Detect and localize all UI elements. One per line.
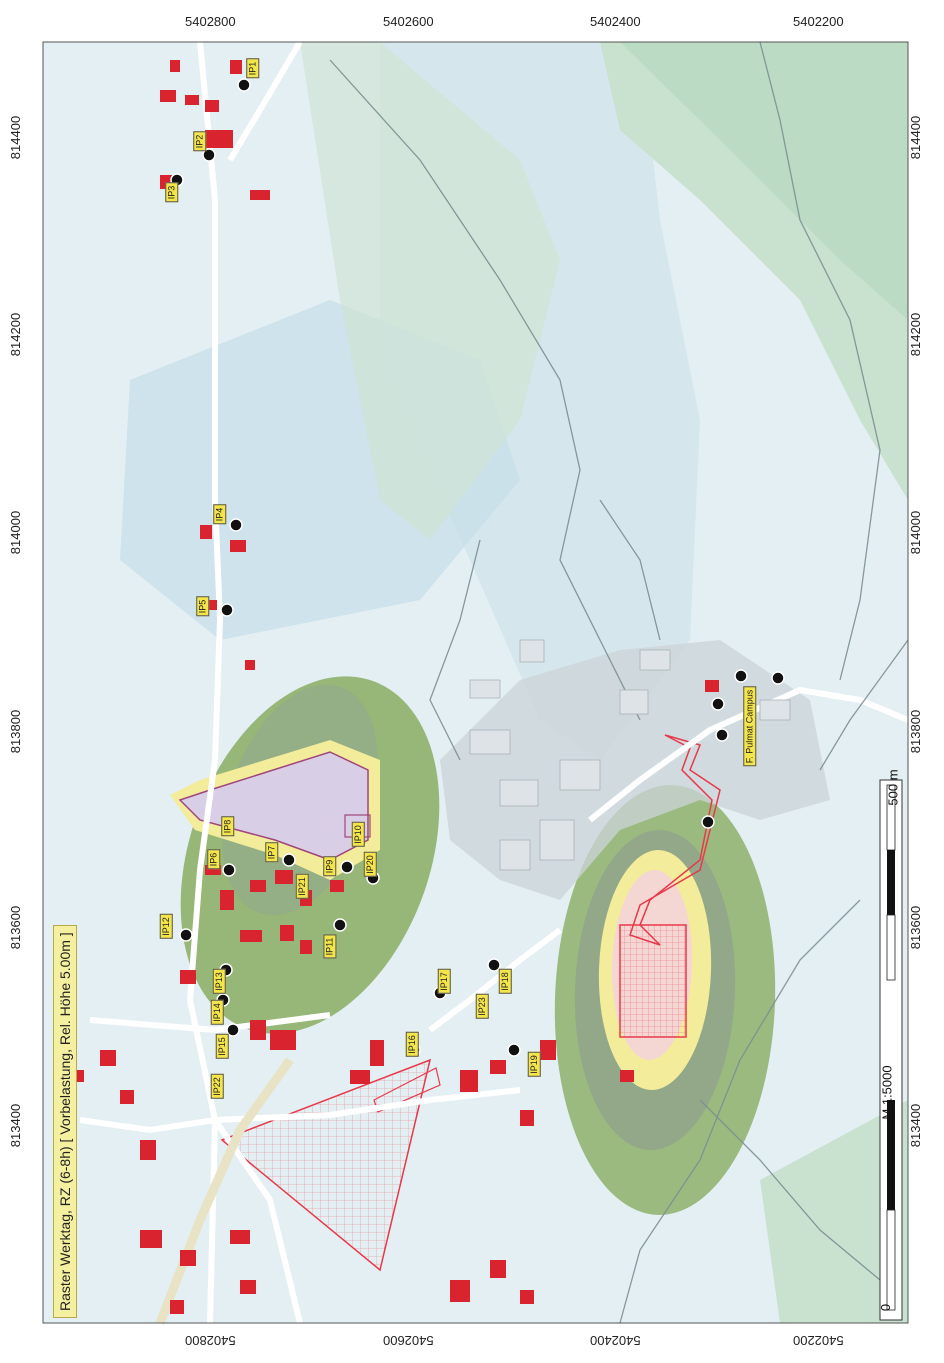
left-tick-5: 813600 (8, 905, 24, 950)
legend-title: Raster Werktag, RZ (6-8h) [ Vorbelastung… (53, 925, 77, 1318)
point-label: IP10 (351, 822, 365, 847)
bottom-tick-1: 5402800 (185, 1333, 236, 1348)
point-label: IP23 (475, 994, 489, 1019)
point-label: IP9 (323, 856, 337, 877)
point-label: IP8 (221, 816, 235, 837)
green-zone-bottom-right (760, 1100, 908, 1323)
left-tick-3: 814000 (8, 510, 24, 555)
point-label: IP7 (265, 842, 279, 863)
right-tick-2: 814200 (908, 312, 924, 357)
right-tick-5: 813600 (908, 905, 924, 950)
top-tick-2: 5402600 (383, 14, 434, 29)
point-label: IP20 (363, 852, 377, 877)
point-label: IP17 (437, 969, 451, 994)
railway (155, 1057, 294, 1325)
paths (329, 41, 909, 1324)
left-tick-1: 814400 (8, 115, 24, 160)
scale-bar (879, 779, 903, 1321)
left-tick-4: 813800 (8, 709, 24, 754)
point-label: IP18 (498, 969, 512, 994)
green-zone-mid (300, 42, 560, 540)
left-tick-2: 814200 (8, 312, 24, 357)
right-tick-3: 814000 (908, 510, 924, 555)
campus-area (440, 640, 830, 900)
left-tick-6: 813400 (8, 1103, 24, 1148)
right-tick-4: 813800 (908, 709, 924, 754)
top-tick-3: 5402400 (590, 14, 641, 29)
red-outline-campus (629, 734, 721, 946)
point-label: IP3 (165, 182, 179, 203)
bottom-tick-3: 5402400 (590, 1333, 641, 1348)
green-zone-top-right-dark (620, 42, 908, 320)
point-label: IP6 (207, 849, 221, 870)
buildings (70, 60, 719, 1314)
right-tick-1: 814400 (908, 115, 924, 160)
point-label: IP5 (196, 596, 210, 617)
point-label: IP2 (193, 131, 207, 152)
map-frame (42, 41, 909, 1324)
point-label: IP21 (295, 874, 309, 899)
point-label: IP1 (246, 58, 260, 79)
scale-max: 500 m (885, 769, 901, 806)
point-label: IP13 (212, 969, 226, 994)
point-label: IP15 (215, 1034, 229, 1059)
top-tick-4: 5402200 (793, 14, 844, 29)
point-label: IP4 (213, 504, 227, 525)
point-label: IP16 (405, 1032, 419, 1057)
right-tick-6: 813400 (908, 1103, 924, 1148)
bottom-tick-2: 5402600 (383, 1333, 434, 1348)
point-label: IP14 (210, 1000, 224, 1025)
scale-label: M 1:5000 (879, 1065, 895, 1120)
scale-zero: 0 (878, 1303, 894, 1312)
source-area-right (619, 924, 687, 1038)
bottom-tick-4: 5402200 (793, 1333, 844, 1348)
campus-buildings (469, 639, 791, 871)
point-label: IP11 (323, 934, 337, 959)
point-label: IP22 (210, 1074, 224, 1099)
point-label: IP19 (527, 1052, 541, 1077)
campus-label: F. Pulmat Campus (743, 686, 757, 767)
measurement-points (170, 78, 785, 1057)
point-label: IP12 (159, 914, 173, 939)
top-tick-1: 5402800 (185, 14, 236, 29)
